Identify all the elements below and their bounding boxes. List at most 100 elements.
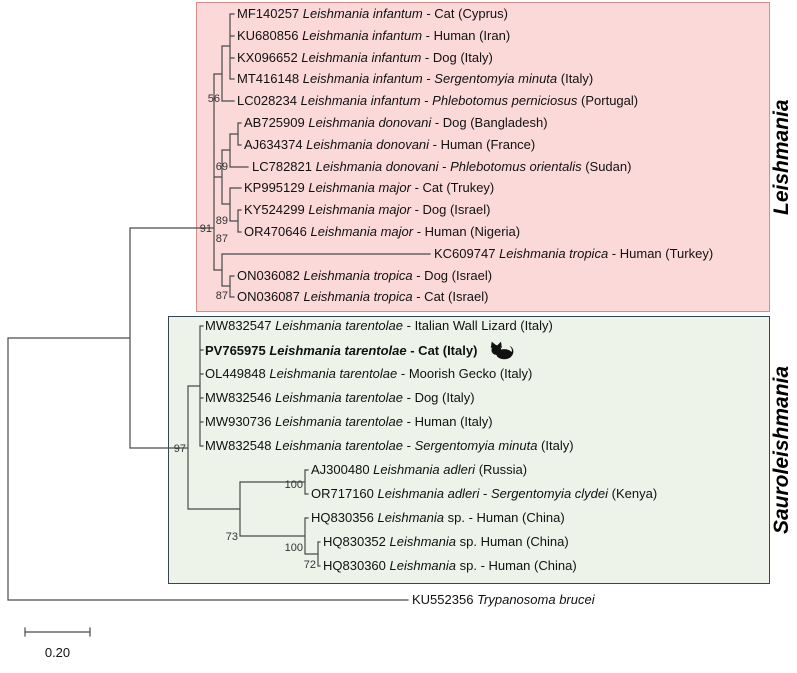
taxon-part: sp. Human (China): [456, 533, 569, 549]
bootstrap-value: 56: [207, 93, 220, 105]
taxon-part: - Italian Wall Lizard (Italy): [403, 317, 553, 333]
leishmania-clade-box: [196, 2, 770, 312]
scale-label: 0.20: [44, 645, 71, 660]
taxon-label: KX096652 Leishmania infantum - Dog (Ital…: [237, 49, 493, 65]
taxon-part: MT416148: [237, 70, 303, 86]
tree-branches: [7, 13, 431, 637]
bootstrap-value: 91: [199, 223, 212, 235]
taxon-part: Leishmania adleri: [377, 485, 480, 501]
taxon-part: (Portugal): [577, 92, 639, 108]
taxon-part: Trypanosoma brucei: [477, 591, 595, 607]
taxon-label: OR717160 Leishmania adleri - Sergentomyi…: [311, 485, 657, 501]
taxon-part: OL449848: [205, 365, 270, 381]
taxon-part: Leishmania: [377, 509, 445, 525]
taxon-part: Sergentomyia minuta: [414, 437, 538, 453]
taxon-part: (Italy): [537, 437, 574, 453]
taxon-part: Leishmania: [389, 557, 457, 573]
taxon-part: - Human (Iran): [422, 27, 511, 43]
taxon-part: MW832546: [205, 389, 276, 405]
taxon-part: -: [479, 485, 491, 501]
taxon-part: Leishmania adleri: [373, 461, 476, 477]
taxon-part: sp. - Human (China): [456, 557, 577, 573]
taxon-part: Leishmania donovani: [306, 136, 430, 152]
taxon-part: Leishmania tarentolae: [269, 365, 398, 381]
taxon-part: KP995129: [244, 179, 309, 195]
taxon-part: KU680856: [237, 27, 303, 43]
taxon-part: Leishmania infantum: [301, 49, 422, 65]
taxon-part: Leishmania major: [308, 201, 411, 217]
taxon-part: HQ830360: [323, 557, 390, 573]
taxon-label: KY524299 Leishmania major - Dog (Israel): [244, 201, 491, 217]
taxon-part: - Human (Turkey): [608, 245, 714, 261]
taxon-part: -: [403, 437, 415, 453]
taxon-part: Leishmania infantum: [300, 92, 421, 108]
taxon-part: AB725909: [244, 114, 309, 130]
taxon-part: AJ634374: [244, 136, 307, 152]
genus-label-leishmania: Leishmania: [770, 99, 793, 215]
taxon-part: KY524299: [244, 201, 309, 217]
bootstrap-value: 100: [284, 479, 303, 491]
taxon-part: OR717160: [311, 485, 378, 501]
taxon-part: - Dog (Israel): [412, 267, 493, 283]
taxon-label: KU680856 Leishmania infantum - Human (Ir…: [237, 27, 511, 43]
taxon-part: Leishmania major: [310, 223, 414, 239]
taxon-part: Leishmania tropica: [499, 245, 609, 261]
taxon-part: Leishmania tarentolae: [275, 389, 404, 405]
taxon-part: KX096652: [237, 49, 302, 65]
taxon-part: MW832547: [205, 317, 276, 333]
taxon-label: KC609747 Leishmania tropica - Human (Tur…: [434, 245, 714, 261]
taxon-part: Leishmania infantum: [302, 70, 423, 86]
taxon-label: AB725909 Leishmania donovani - Dog (Bang…: [244, 114, 548, 130]
taxon-part: - Moorish Gecko (Italy): [397, 365, 533, 381]
bootstrap-value: 100: [284, 542, 303, 554]
taxon-part: - Dog (Bangladesh): [431, 114, 548, 130]
taxon-part: Leishmania tropica: [303, 288, 413, 304]
taxon-part: - Cat (Cyprus): [422, 5, 508, 21]
taxon-part: - Cat (Trukey): [410, 179, 495, 195]
taxon-label: AJ300480 Leishmania adleri (Russia): [311, 461, 528, 477]
taxon-part: -: [420, 92, 433, 108]
taxon-part: - Dog (Italy): [421, 49, 493, 65]
bootstrap-value: 87: [215, 233, 228, 245]
sauroleishmania-clade-box: [168, 316, 770, 584]
taxon-part: MW930736: [205, 413, 276, 429]
taxon-label: ON036082 Leishmania tropica - Dog (Israe…: [237, 267, 493, 283]
taxon-part: KC609747: [434, 245, 500, 261]
genus-label-sauroleishmania: Sauroleishmania: [770, 365, 793, 535]
taxon-label: MW832548 Leishmania tarentolae - Sergent…: [205, 437, 574, 453]
taxon-part: MF140257: [237, 5, 303, 21]
taxon-part: Leishmania tarentolae: [275, 413, 404, 429]
taxon-part: Leishmania tarentolae: [275, 317, 404, 333]
taxon-label: OL449848 Leishmania tarentolae - Moorish…: [205, 365, 533, 381]
taxon-part: sp. - Human (China): [444, 509, 565, 525]
taxon-label: OR470646 Leishmania major - Human (Niger…: [244, 223, 521, 239]
taxon-part: - Dog (Italy): [403, 389, 475, 405]
taxon-part: (Russia): [475, 461, 528, 477]
taxon-part: - Dog (Israel): [410, 201, 491, 217]
taxon-part: - Human (Nigeria): [413, 223, 521, 239]
bootstrap-value: 87: [215, 290, 228, 302]
taxon-part: - Cat (Israel): [412, 288, 489, 304]
taxon-part: - Human (Italy): [403, 413, 493, 429]
taxon-part: - Cat (Italy): [406, 343, 478, 358]
bootstrap-value: 72: [303, 559, 316, 571]
taxon-part: -: [438, 158, 451, 174]
taxon-part: HQ830356: [311, 509, 378, 525]
taxon-part: Leishmania tarentolae: [275, 437, 404, 453]
taxon-part: Leishmania donovani: [315, 158, 439, 174]
taxon-part: Leishmania infantum: [302, 5, 423, 21]
taxon-label: HQ830360 Leishmania sp. - Human (China): [323, 557, 577, 573]
taxon-label: MW930736 Leishmania tarentolae - Human (…: [205, 413, 493, 429]
taxon-part: Leishmania tropica: [303, 267, 413, 283]
taxon-label: MF140257 Leishmania infantum - Cat (Cypr…: [237, 5, 508, 21]
taxon-part: ON036082: [237, 267, 304, 283]
taxon-label: KP995129 Leishmania major - Cat (Trukey): [244, 179, 495, 195]
taxon-label: MW832547 Leishmania tarentolae - Italian…: [205, 317, 553, 333]
taxon-part: KU552356: [412, 591, 478, 607]
taxon-part: Leishmania tarentolae: [269, 343, 407, 358]
taxon-label: AJ634374 Leishmania donovani - Human (Fr…: [244, 136, 535, 152]
taxon-part: Leishmania infantum: [302, 27, 423, 43]
cat-icon: [490, 341, 514, 360]
